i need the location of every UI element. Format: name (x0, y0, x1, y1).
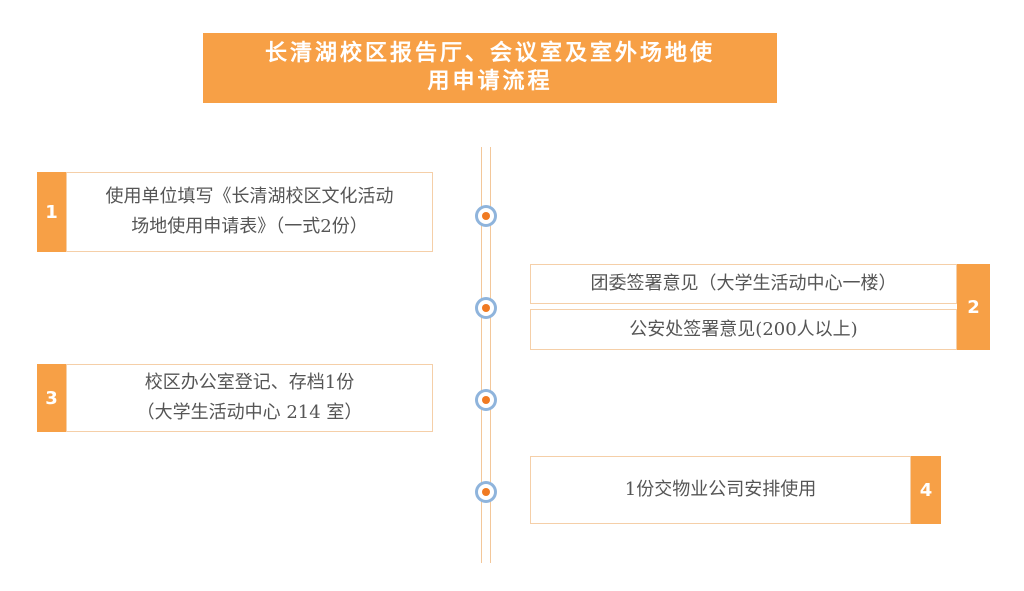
step-1-line-1: 使用单位填写《长清湖校区文化活动 (105, 186, 394, 207)
page-title: 长清湖校区报告厅、会议室及室外场地使 用申请流程 (203, 33, 777, 103)
step-1-card: 使用单位填写《长清湖校区文化活动 场地使用申请表》（一式2份） (66, 172, 433, 252)
step-4-card: 1份交物业公司安排使用 (530, 456, 911, 524)
step-1-line-2: 场地使用申请表》（一式2份） (131, 216, 368, 237)
step-2-number: 2 (957, 264, 990, 350)
timeline-dot-4 (475, 481, 497, 503)
timeline-dot-3 (475, 389, 497, 411)
timeline-line (481, 147, 491, 563)
title-line-2: 用申请流程 (427, 69, 553, 94)
step-2-card-bottom: 公安处签署意见(200人以上) (530, 309, 957, 350)
step-3-line-1: 校区办公室登记、存档1份 (144, 372, 355, 393)
step-2-line-2: 公安处签署意见(200人以上) (629, 318, 858, 340)
step-2-line-1: 团委签署意见（大学生活动中心一楼） (590, 273, 897, 294)
title-line-1: 长清湖校区报告厅、会议室及室外场地使 (264, 41, 715, 66)
timeline-dot-2 (475, 297, 497, 319)
step-1-number: 1 (37, 172, 66, 252)
step-3-card: 校区办公室登记、存档1份 （大学生活动中心 214 室） (66, 364, 433, 432)
timeline-dot-1 (475, 205, 497, 227)
step-4-number: 4 (911, 456, 941, 524)
step-3-number: 3 (37, 364, 66, 432)
step-4-line-1: 1份交物业公司安排使用 (624, 479, 817, 500)
step-3-line-2: （大学生活动中心 214 室） (136, 402, 363, 423)
step-2-card-top: 团委签署意见（大学生活动中心一楼） (530, 264, 957, 304)
